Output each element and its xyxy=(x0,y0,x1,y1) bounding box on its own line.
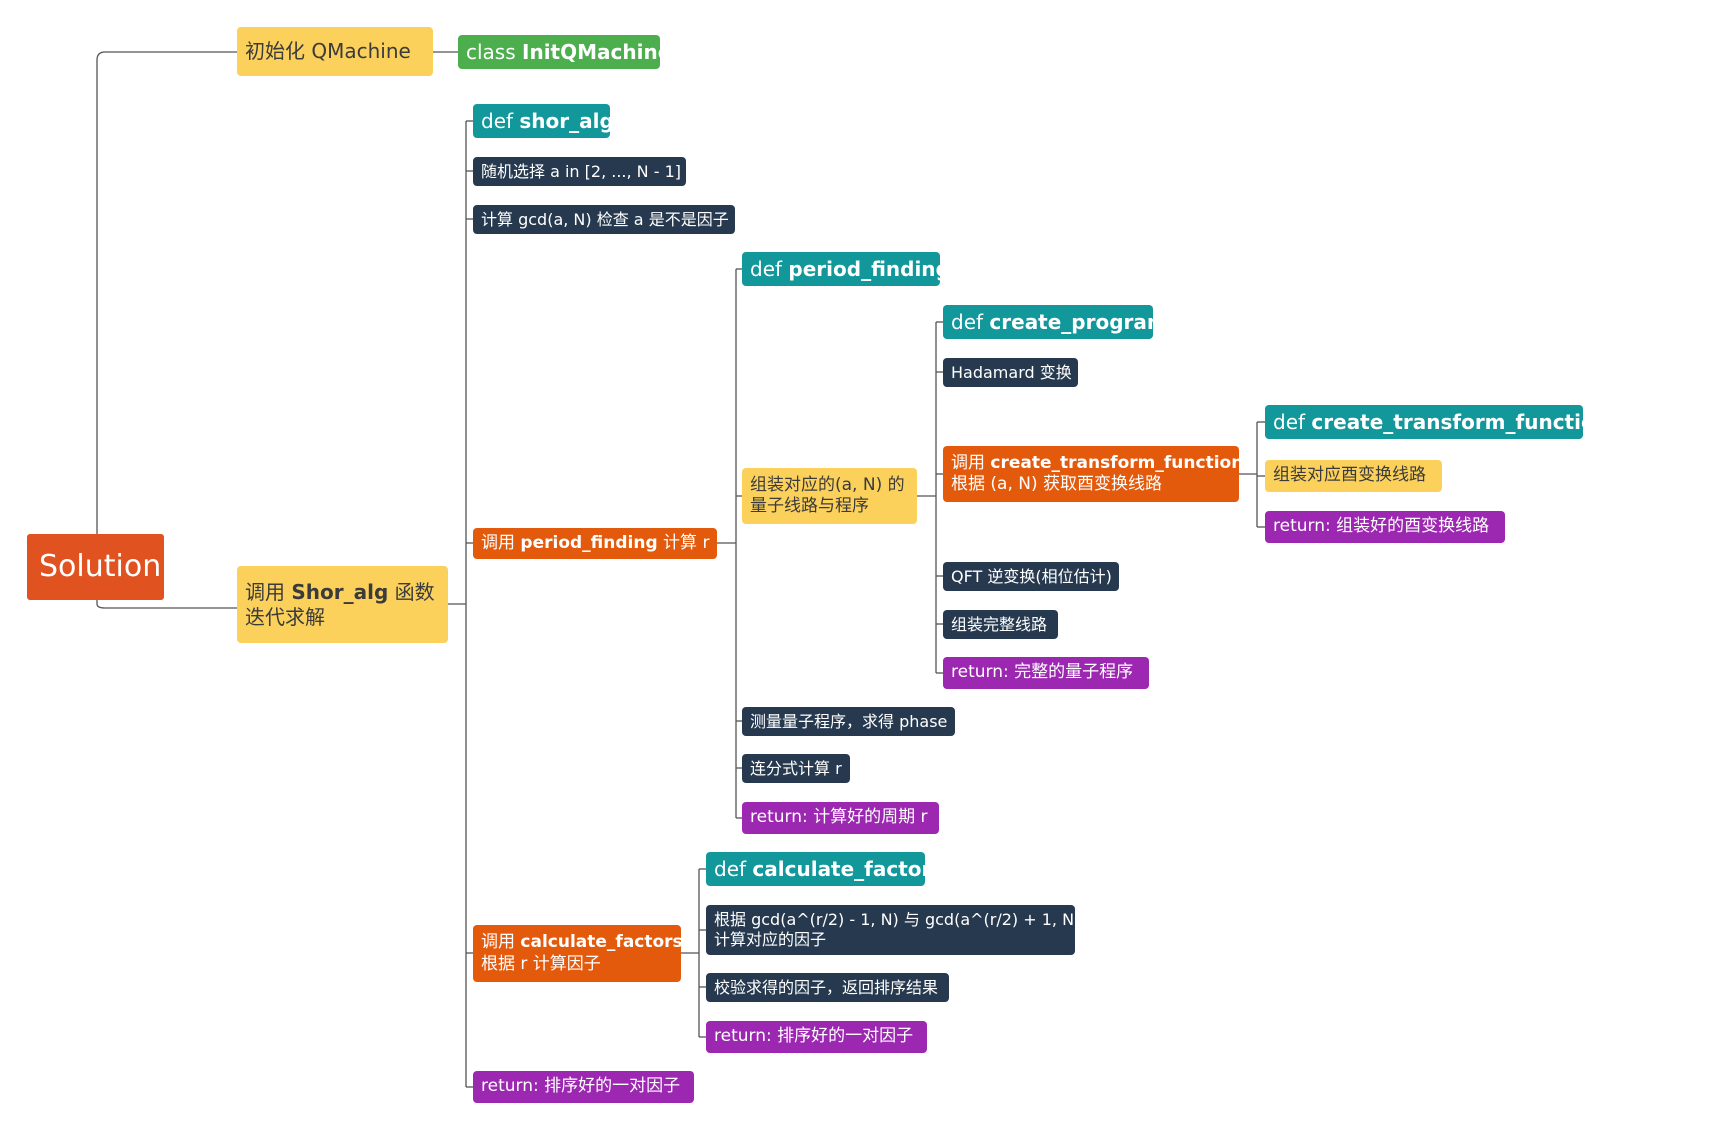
root-node-solution[interactable]: Solution xyxy=(27,534,164,600)
node-def-create-transform-function[interactable]: def create_transform_function xyxy=(1265,405,1609,439)
step-label: 随机选择 a in [2, ..., N - 1] xyxy=(481,161,682,181)
node-def-create-program[interactable]: def create_program xyxy=(943,305,1168,339)
node-ctf-return[interactable]: return: 组装好的酉变换线路 xyxy=(1265,511,1505,543)
node-compute-factors[interactable]: 根据 gcd(a^(r/2) - 1, N) 与 gcd(a^(r/2) + 1… xyxy=(706,905,1081,955)
assemble-line2: 量子线路与程序 xyxy=(750,496,869,516)
step-label: 连分式计算 r xyxy=(750,758,842,778)
call-pre: 调用 xyxy=(481,932,521,953)
def-prefix: def xyxy=(1273,409,1312,434)
call-bold: create_transform_function xyxy=(990,452,1244,473)
step-label: 计算 gcd(a, N) 检查 a 是不是因子 xyxy=(481,209,729,229)
assemble-line1: 组装对应的(a, N) 的 xyxy=(750,474,905,495)
node-def-calculate-factors[interactable]: def calculate_factors xyxy=(706,852,943,886)
node-hadamard[interactable]: Hadamard 变换 xyxy=(943,358,1078,387)
return-label: return: 排序好的一对因子 xyxy=(481,1076,681,1097)
node-def-shor-alg[interactable]: def shor_alg xyxy=(473,104,614,138)
node-call-calculate-factors[interactable]: 调用 calculate_factors 根据 r 计算因子 xyxy=(473,925,683,982)
call-bold: calculate_factors xyxy=(520,932,683,953)
node-pf-return[interactable]: return: 计算好的周期 r xyxy=(742,802,939,834)
node-call-period-finding[interactable]: 调用 period_finding 计算 r xyxy=(473,528,717,559)
call-bold: period_finding xyxy=(520,532,658,553)
node-class-initqmachine[interactable]: class InitQMachine xyxy=(458,35,671,69)
node-compute-gcd[interactable]: 计算 gcd(a, N) 检查 a 是不是因子 xyxy=(473,205,735,234)
return-label: return: 计算好的周期 r xyxy=(750,807,928,828)
step-label: 测量量子程序，求得 phase xyxy=(750,711,948,731)
node-def-period-finding[interactable]: def period_finding xyxy=(742,252,950,286)
def-name: period_finding xyxy=(788,256,950,281)
stage2-pre: 调用 xyxy=(245,579,292,604)
connector-curve xyxy=(96,51,237,534)
def-name: shor_alg xyxy=(519,108,614,133)
step-label: 组装完整线路 xyxy=(951,614,1048,634)
call-line2: 根据 (a, N) 获取酉变换线路 xyxy=(951,474,1163,494)
node-init-qmachine[interactable]: 初始化 QMachine xyxy=(237,27,433,76)
call-line2: 根据 r 计算因子 xyxy=(481,953,601,974)
connector-curve xyxy=(96,600,237,609)
def-prefix: def xyxy=(750,256,789,281)
root-label: Solution xyxy=(39,549,162,585)
node-verify-factors[interactable]: 校验求得的因子，返回排序结果 xyxy=(706,973,949,1002)
step-label: 校验求得的因子，返回排序结果 xyxy=(714,977,939,997)
call-pre: 调用 xyxy=(951,452,991,473)
node-measure-phase[interactable]: 测量量子程序，求得 phase xyxy=(742,707,955,736)
step-label: Hadamard 变换 xyxy=(951,362,1072,382)
class-name: InitQMachine xyxy=(522,39,672,64)
call-pre: 调用 xyxy=(481,532,521,553)
node-cp-return[interactable]: return: 完整的量子程序 xyxy=(943,657,1149,689)
node-call-create-transform-function[interactable]: 调用 create_transform_function 根据 (a, N) 获… xyxy=(943,446,1243,502)
assemble-label: 组装对应酉变换线路 xyxy=(1273,465,1426,486)
node-shor-return[interactable]: return: 排序好的一对因子 xyxy=(473,1071,694,1103)
node-inverse-qft[interactable]: QFT 逆变换(相位估计) xyxy=(943,562,1119,591)
def-prefix: def xyxy=(714,856,753,881)
def-name: create_program xyxy=(989,309,1168,334)
node-continued-fraction[interactable]: 连分式计算 r xyxy=(742,754,850,783)
def-prefix: def xyxy=(481,108,520,133)
def-name: create_transform_function xyxy=(1311,409,1609,434)
node-assemble-full-circuit[interactable]: 组装完整线路 xyxy=(943,610,1058,639)
node-random-select-a[interactable]: 随机选择 a in [2, ..., N - 1] xyxy=(473,157,686,186)
init-label: 初始化 QMachine xyxy=(245,39,411,63)
return-label: return: 排序好的一对因子 xyxy=(714,1026,914,1047)
stage2-bold: Shor_alg xyxy=(291,579,389,604)
def-prefix: def xyxy=(951,309,990,334)
return-label: return: 组装好的酉变换线路 xyxy=(1273,516,1490,537)
step-label: QFT 逆变换(相位估计) xyxy=(951,566,1112,586)
node-assemble-circuit[interactable]: 组装对应的(a, N) 的 量子线路与程序 xyxy=(742,468,917,524)
class-prefix: class xyxy=(466,39,523,64)
return-label: return: 完整的量子程序 xyxy=(951,662,1134,683)
node-assemble-unitary[interactable]: 组装对应酉变换线路 xyxy=(1265,460,1442,492)
node-cf-return[interactable]: return: 排序好的一对因子 xyxy=(706,1021,927,1053)
stage2-line2: 迭代求解 xyxy=(245,604,325,629)
compute-line1: 根据 gcd(a^(r/2) - 1, N) 与 gcd(a^(r/2) + 1… xyxy=(714,910,1081,929)
def-name: calculate_factors xyxy=(752,856,944,881)
stage2-post: 函数 xyxy=(388,579,435,604)
call-post: 计算 r xyxy=(657,532,710,553)
node-call-shor-alg[interactable]: 调用 Shor_alg 函数 迭代求解 xyxy=(237,566,448,643)
compute-line2: 计算对应的因子 xyxy=(714,930,827,949)
